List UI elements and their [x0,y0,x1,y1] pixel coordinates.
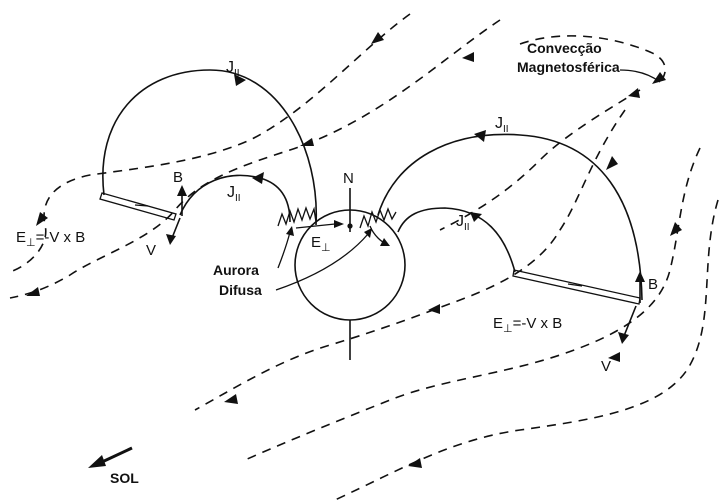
aurora-pointers [276,226,372,290]
right-current-system [360,130,645,344]
flow-arrow [371,32,384,44]
convection-label-line2: Magnetosférica [517,59,620,75]
flow-line-7 [335,200,718,500]
flow-arrow [36,212,48,226]
flow-arrow [26,287,40,296]
j-par-label-mid-left: JII [227,184,241,204]
sun-direction-line [102,448,132,462]
left-current-system [100,70,344,245]
flow-arrow [670,222,682,236]
b-arrow-head-right [635,271,645,282]
v-arrow-head-left [166,234,176,245]
v-arrow-left [172,218,180,238]
b-label-right: B [648,276,658,293]
aurora-label-line1: Aurora [213,262,259,278]
b-label-left: B [173,169,183,186]
flow-arrow [428,304,440,314]
e-perp-eq-left: E⊥=-V x B [16,229,85,249]
flow-arrowheads [26,32,682,468]
sun-direction-arrow [88,455,106,468]
v-arrow-right [624,306,636,336]
sol-label: SOL [110,470,139,486]
flow-line-4 [440,90,640,230]
flow-line-2 [10,20,500,298]
convection-pointer [620,70,660,82]
current-arrow [252,172,264,184]
aurora-pointer-head [286,226,294,236]
aurora-pointer-1 [278,232,290,268]
aurora-label-line2: Difusa [219,282,262,298]
e-field-bar-left [100,193,176,220]
flow-arrow [224,394,238,404]
outer-current-arc-right [378,134,642,300]
aurora-hook-arrow [380,238,390,246]
v-label-left: V [146,242,156,259]
flow-arrow [606,156,618,170]
flow-arrow [628,88,640,98]
j-par-label-top-right: JII [495,115,509,135]
convection-label-line1: Convecção [527,40,602,56]
flow-arrow [462,52,474,62]
flow-line-6 [245,148,700,460]
pole-dot [347,223,352,228]
flow-line-5 [195,110,625,410]
e-field-bar-right [513,270,640,304]
j-par-label-top-left: JII [226,59,240,79]
e-perp-eq-right: E⊥=-V x B [493,315,562,335]
flow-arrow [408,458,422,468]
convection-flow-lines [10,14,718,500]
aurora-zigzag-left [278,208,316,226]
b-arrow-head-left [177,185,187,196]
e-perp-label-center: E⊥ [311,234,331,254]
v-arrow-head-right [618,332,629,344]
v-label-right: V [601,358,611,375]
e-perp-arrow-head [334,220,344,228]
north-label: N [343,170,354,187]
current-arrow [470,212,482,222]
